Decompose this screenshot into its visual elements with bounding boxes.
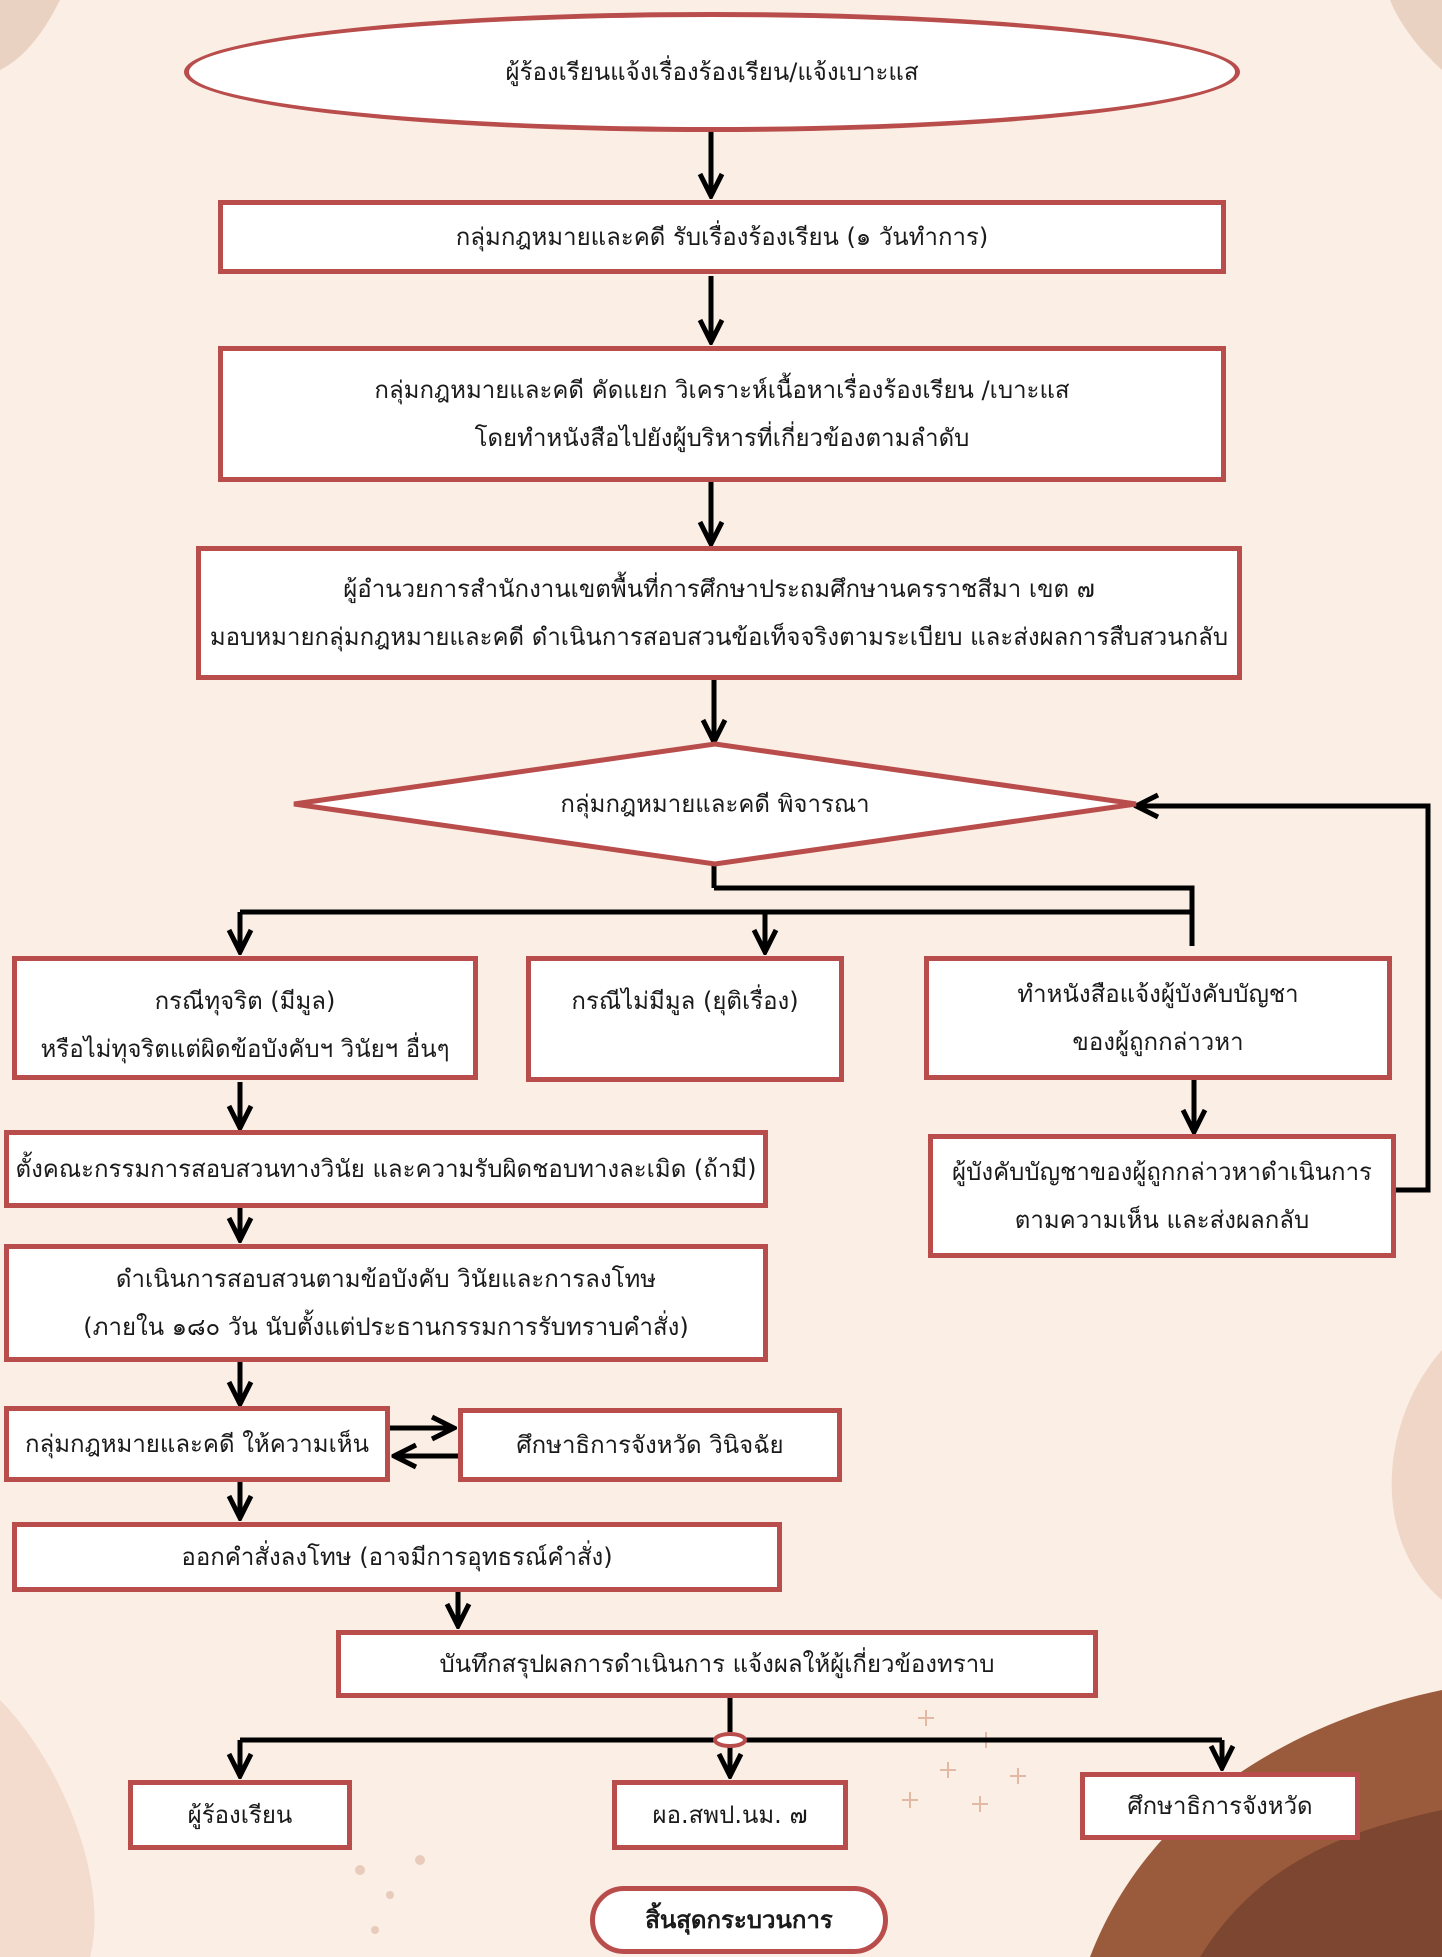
office-director-text: ผอ.สพป.นม. ๗: [652, 1801, 808, 1829]
junction-node: [713, 1732, 747, 1748]
notify-supervisor-line-1: ทำหนังสือแจ้งผู้บังคับบัญชา: [1017, 980, 1299, 1008]
diamond-shape: [293, 741, 1137, 867]
appoint-committee-text: ตั้งคณะกรรมการสอบสวนทางวินัย และความรับผ…: [15, 1155, 757, 1183]
investigate-box: ดำเนินการสอบสวนตามข้อบังคับ วินัยและการล…: [4, 1244, 768, 1362]
provincial-officer-text: ศึกษาธิการจังหวัด: [1127, 1792, 1313, 1820]
provincial-officer-box: ศึกษาธิการจังหวัด: [1080, 1772, 1360, 1840]
corner-blob-top-right: [1390, 0, 1442, 70]
record-summary-box: บันทึกสรุปผลการดำเนินการ แจ้งผลให้ผู้เกี…: [336, 1630, 1098, 1698]
complaint-start-oval: ผู้ร้องเรียนแจ้งเรื่องร้องเรียน/แจ้งเบาะ…: [184, 12, 1240, 132]
notify-supervisor-line-2: ของผู้ถูกกล่าวหา: [1072, 1028, 1244, 1056]
supervisor-action-box: ผู้บังคับบัญชาของผู้ถูกกล่าวหาดำเนินการ …: [928, 1134, 1396, 1258]
corner-blob-top-left: [0, 0, 60, 70]
investigate-line-2: (ภายใน ๑๘๐ วัน นับตั้งแต่ประธานกรรมการรั…: [83, 1313, 689, 1341]
end-process-text: สิ้นสุดกระบวนการ: [645, 1906, 833, 1934]
feedback-arrow-to-consider: [1136, 806, 1431, 1193]
director-assign-box: ผู้อำนวยการสำนักงานเขตพื้นที่การศึกษาประ…: [196, 546, 1242, 680]
provincial-decide-box: ศึกษาธิการจังหวัด วินิจฉัย: [458, 1408, 842, 1482]
side-blob-right: [1391, 1350, 1442, 1600]
issue-penalty-text: ออกคำสั่งลงโทษ (อาจมีการอุทธรณ์คำสั่ง): [181, 1543, 613, 1571]
receive-complaint-text: กลุ่มกฎหมายและคดี รับเรื่องร้องเรียน (๑ …: [455, 223, 989, 251]
connector-lines: [240, 132, 1431, 1776]
complainant-box: ผู้ร้องเรียน: [128, 1780, 352, 1850]
notify-supervisor-box: ทำหนังสือแจ้งผู้บังคับบัญชา ของผู้ถูกกล่…: [924, 956, 1392, 1080]
screen-complaint-line-2: โดยทำหนังสือไปยังผู้บริหารที่เกี่ยวข้องต…: [474, 424, 970, 452]
appoint-committee-box: ตั้งคณะกรรมการสอบสวนทางวินัย และความรับผ…: [4, 1130, 768, 1208]
provincial-decide-text: ศึกษาธิการจังหวัด วินิจฉัย: [516, 1431, 784, 1459]
issue-penalty-box: ออกคำสั่งลงโทษ (อาจมีการอุทธรณ์คำสั่ง): [12, 1522, 782, 1592]
supervisor-action-line-2: ตามความเห็น และส่งผลกลับ: [1014, 1206, 1310, 1234]
office-director-box: ผอ.สพป.นม. ๗: [612, 1780, 848, 1850]
legal-consider-diamond: กลุ่มกฎหมายและคดี พิจารณา: [290, 740, 1140, 868]
dot-marks: [355, 1855, 425, 1934]
corner-shape-inner: [1200, 1810, 1442, 1957]
director-assign-line-2: มอบหมายกลุ่มกฎหมายและคดี ดำเนินการสอบสวน…: [209, 623, 1229, 651]
case-corrupt-box: กรณีทุจริต (มีมูล) หรือไม่ทุจริตแต่ผิดข้…: [12, 956, 478, 1080]
investigate-line-1: ดำเนินการสอบสวนตามข้อบังคับ วินัยและการล…: [115, 1265, 657, 1293]
case-corrupt-line-1: กรณีทุจริต (มีมูล): [154, 987, 336, 1015]
director-assign-line-1: ผู้อำนวยการสำนักงานเขตพื้นที่การศึกษาประ…: [343, 575, 1095, 603]
record-summary-text: บันทึกสรุปผลการดำเนินการ แจ้งผลให้ผู้เกี…: [439, 1650, 995, 1678]
screen-complaint-box: กลุ่มกฎหมายและคดี คัดแยก วิเคราะห์เนื้อห…: [218, 346, 1226, 482]
complaint-start-text: ผู้ร้องเรียนแจ้งเรื่องร้องเรียน/แจ้งเบาะ…: [505, 58, 919, 86]
branch-lines: [240, 866, 1195, 946]
receive-complaint-box: กลุ่มกฎหมายและคดี รับเรื่องร้องเรียน (๑ …: [218, 200, 1226, 274]
side-blob-left: [0, 1700, 95, 1957]
supervisor-action-line-1: ผู้บังคับบัญชาของผู้ถูกกล่าวหาดำเนินการ: [952, 1158, 1372, 1186]
end-process-pill: สิ้นสุดกระบวนการ: [590, 1886, 888, 1954]
screen-complaint-line-1: กลุ่มกฎหมายและคดี คัดแยก วิเคราะห์เนื้อห…: [374, 376, 1070, 404]
legal-consider-text: กลุ่มกฎหมายและคดี พิจารณา: [560, 790, 870, 818]
complainant-text: ผู้ร้องเรียน: [187, 1801, 293, 1829]
case-corrupt-line-2: หรือไม่ทุจริตแต่ผิดข้อบังคับฯ วินัยฯ อื่…: [40, 1035, 450, 1063]
legal-opinion-text: กลุ่มกฎหมายและคดี ให้ความเห็น: [24, 1430, 369, 1458]
case-no-basis-box: กรณีไม่มีมูล (ยุติเรื่อง): [526, 956, 844, 1082]
case-no-basis-text: กรณีไม่มีมูล (ยุติเรื่อง): [571, 987, 799, 1015]
legal-opinion-box: กลุ่มกฎหมายและคดี ให้ความเห็น: [4, 1406, 390, 1482]
